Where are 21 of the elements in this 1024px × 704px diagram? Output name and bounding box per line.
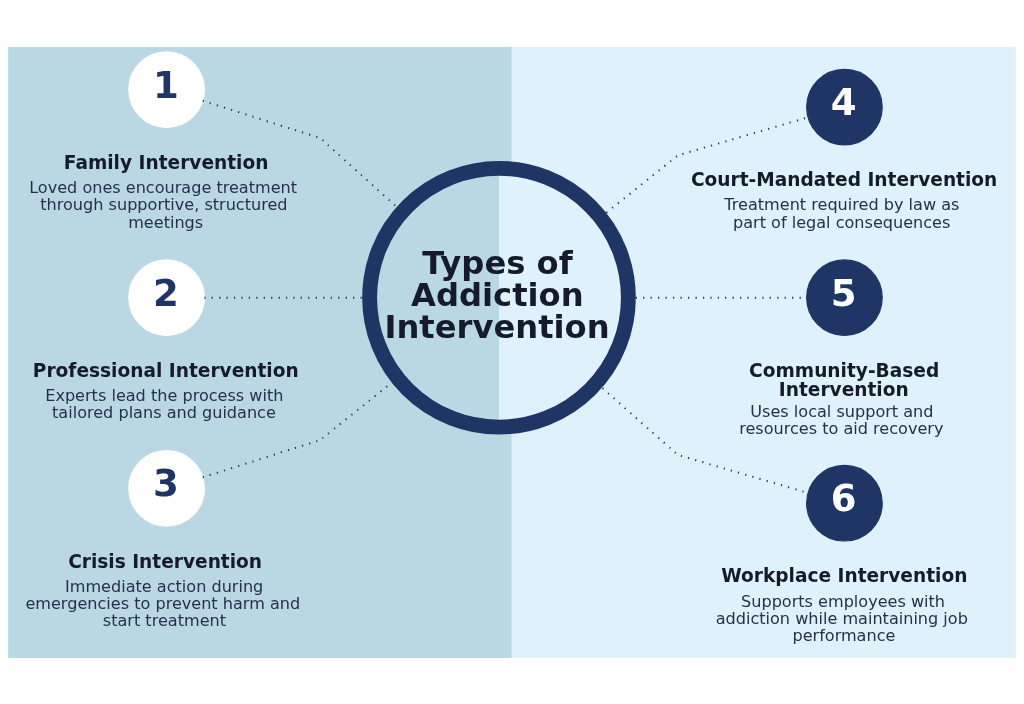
node-circle: 2: [128, 258, 205, 336]
node-label: Crisis Intervention: [68, 550, 263, 572]
node-circle: 3: [128, 449, 205, 527]
node-label: Workplace Intervention: [721, 564, 968, 586]
node-circle: 4: [806, 68, 883, 145]
node-label: Family Intervention: [63, 151, 269, 173]
node-label: Court-Mandated Intervention: [690, 168, 998, 190]
node-label: Uses local support and resources to aid recovery: [739, 401, 944, 438]
node-label: Immediate action during emergencies to prevent harm and start treatment: [25, 576, 301, 630]
node-label: Community-Based Intervention: [749, 359, 940, 400]
node-label: Supports employees with addiction while maintaining job performance: [715, 591, 968, 645]
node-label: Professional Intervention: [32, 359, 299, 381]
connector: [203, 296, 371, 299]
node-circle: Types of Addiction Intervention: [362, 160, 636, 435]
node-label: Treatment required by law as part of legal consequences: [724, 194, 960, 232]
node-label: Loved ones encourage treatment through supportive, structured meetings: [29, 177, 298, 232]
node-circle: 5: [806, 258, 883, 336]
connector: [201, 99, 404, 213]
node-circle: 6: [806, 464, 883, 542]
node-label: Experts lead the process with tailored plans and guidance: [45, 385, 284, 422]
node-circle: 1: [128, 50, 205, 128]
